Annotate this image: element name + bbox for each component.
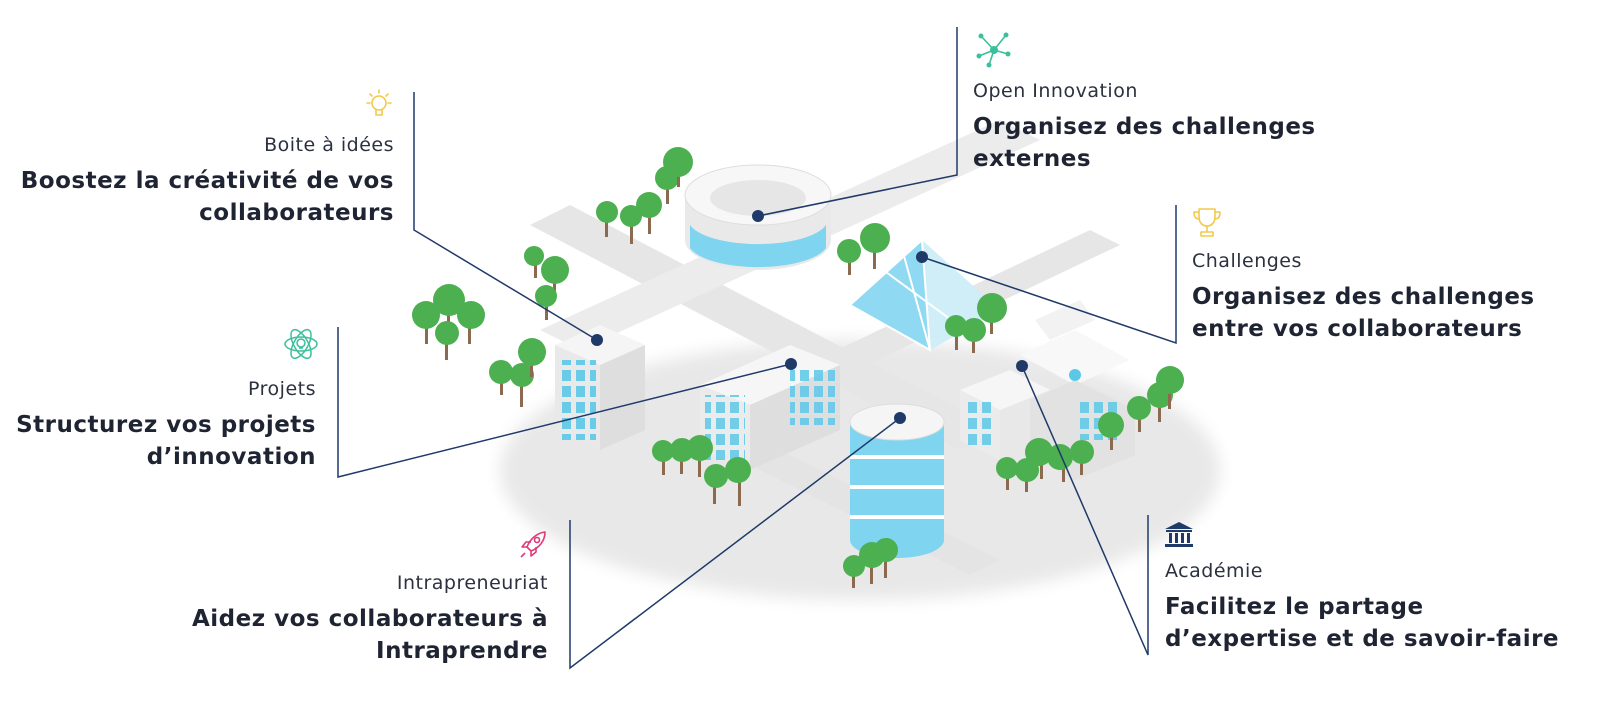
feature-category: Intrapreneuriat (396, 572, 548, 594)
feature-academy: Académie Facilitez le partage d’expertis… (1165, 559, 1559, 655)
network-icon (976, 32, 1011, 68)
connector-academy (1021, 365, 1149, 656)
feature-category: Académie (1165, 560, 1263, 582)
trees (412, 147, 1184, 588)
feature-ideas: Boite à idées Boostez la créativité de v… (21, 133, 394, 229)
feature-description: Boostez la créativité de vos collaborate… (20, 168, 394, 226)
institution-icon (1165, 522, 1193, 547)
feature-description: Structurez vos projets d’innovation (16, 412, 316, 470)
feature-description: Facilitez le partage d’expertise et de s… (1165, 594, 1560, 652)
connector-dots (591, 210, 1028, 424)
connector-projects (337, 327, 792, 478)
connector-intrapreneurship (569, 417, 901, 670)
rocket-icon (520, 531, 546, 558)
cylinder-tower (849, 403, 945, 558)
connector-open-innovation (757, 27, 958, 217)
arch-building (700, 345, 840, 470)
trophy-icon (1193, 208, 1221, 237)
round-building (684, 164, 832, 270)
feature-description: Organisez des challenges entre vos colla… (1192, 284, 1535, 342)
feature-open-innovation: Open Innovation Organisez des challenges… (973, 79, 1316, 175)
connector-lines (337, 27, 1177, 670)
atom-lightbulb-icon (284, 328, 318, 360)
connector-challenges (921, 205, 1177, 345)
feature-intrapreneurship: Intrapreneuriat Aidez vos collaborateurs… (192, 571, 548, 667)
feature-category: Boite à idées (264, 134, 394, 156)
feature-category: Open Innovation (973, 80, 1138, 102)
feature-category: Challenges (1192, 250, 1302, 272)
lightbulb-icon (366, 89, 392, 116)
feature-category: Projets (248, 378, 316, 400)
feature-description: Organisez des challenges externes (973, 114, 1316, 172)
feature-challenges: Challenges Organisez des challenges entr… (1192, 249, 1535, 345)
connector-ideas (413, 92, 598, 341)
feature-projects: Projets Structurez vos projets d’innovat… (16, 377, 316, 473)
feature-description: Aidez vos collaborateurs à Intraprendre (191, 606, 548, 664)
